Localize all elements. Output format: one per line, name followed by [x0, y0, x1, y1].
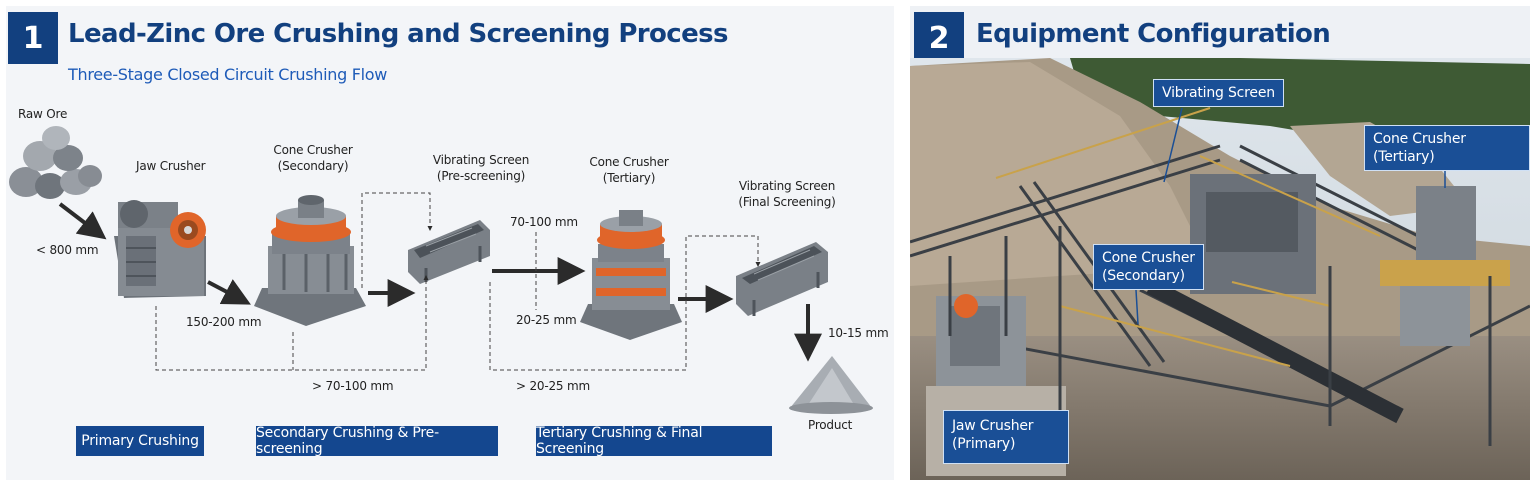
equipment-photo [910, 58, 1530, 480]
label-jaw-crusher: Jaw Crusher [136, 159, 206, 173]
stage-secondary: Secondary Crushing & Pre-screening [256, 425, 498, 457]
jaw-crusher-icon [114, 200, 206, 298]
size-return-tertiary: > 20-25 mm [516, 379, 590, 393]
flow-diagram [9, 126, 873, 414]
size-jaw-output: 150-200 mm [186, 315, 262, 329]
equipment-title: Equipment Configuration [976, 19, 1331, 49]
tag-jaw-crusher: Jaw Crusher(Primary) [943, 410, 1069, 464]
size-pre-pass: 70-100 mm [510, 215, 578, 229]
size-product: 10-15 mm [828, 326, 889, 340]
cone-crusher-secondary-icon [254, 195, 366, 326]
return-lines [155, 192, 761, 371]
vibrating-screen-final-icon [736, 242, 828, 316]
cone-crusher-tertiary-icon [580, 210, 682, 340]
stage-tertiary: Tertiary Crushing & Final Screening [536, 425, 772, 457]
product-pile-icon [789, 356, 873, 414]
tag-cone-crusher-secondary: Cone Crusher(Secondary) [1093, 244, 1204, 291]
label-vibrating-screen-pre: Vibrating Screen(Pre-screening) [432, 153, 530, 184]
page-title: Lead-Zinc Ore Crushing and Screening Pro… [68, 19, 728, 49]
size-recirc: 20-25 mm [516, 313, 577, 327]
stage-primary: Primary Crushing [76, 426, 204, 456]
section-number-1: 1 [8, 12, 58, 64]
size-return-secondary: > 70-100 mm [312, 379, 394, 393]
equipment-panel: 2 Equipment Configuration [910, 6, 1530, 480]
label-product: Product [808, 418, 853, 432]
page-subtitle: Three-Stage Closed Circuit Crushing Flow [68, 65, 388, 84]
tag-vibrating-screen: Vibrating Screen [1153, 79, 1284, 108]
size-raw: < 800 mm [36, 243, 99, 257]
section-number-2: 2 [914, 12, 964, 64]
process-panel: 1 Lead-Zinc Ore Crushing and Screening P… [6, 6, 894, 480]
label-cone-crusher-tertiary: Cone Crusher(Tertiary) [589, 155, 669, 186]
tag-cone-crusher-tertiary: Cone Crusher (Tertiary) [1364, 125, 1530, 172]
label-vibrating-screen-final: Vibrating Screen(Final Screening) [738, 179, 836, 210]
raw-ore-icon [9, 126, 102, 199]
label-cone-crusher-secondary: Cone Crusher(Secondary) [273, 143, 353, 174]
vibrating-screen-pre-icon [408, 220, 490, 284]
label-raw-ore: Raw Ore [18, 107, 68, 121]
